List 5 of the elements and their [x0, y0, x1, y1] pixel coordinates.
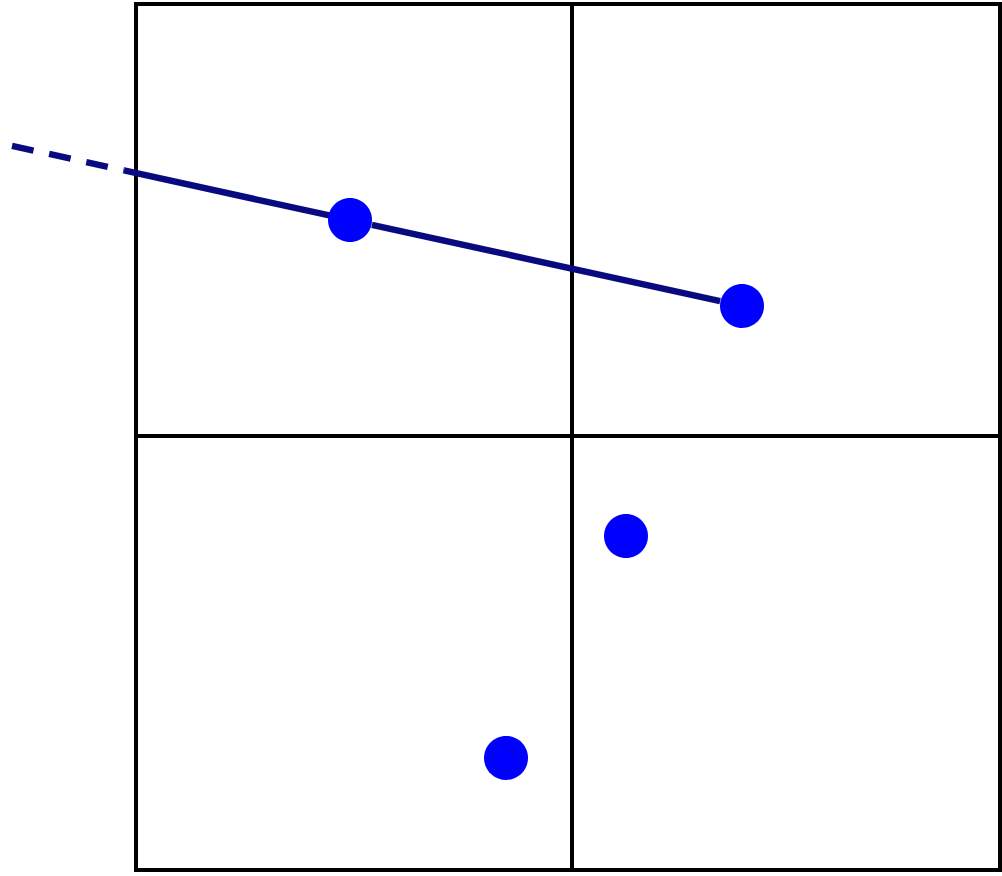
- point-dot: [484, 736, 528, 780]
- point-dot: [720, 284, 764, 328]
- point-dot: [604, 514, 648, 558]
- line: [371, 221, 721, 305]
- point-dot: [328, 198, 372, 242]
